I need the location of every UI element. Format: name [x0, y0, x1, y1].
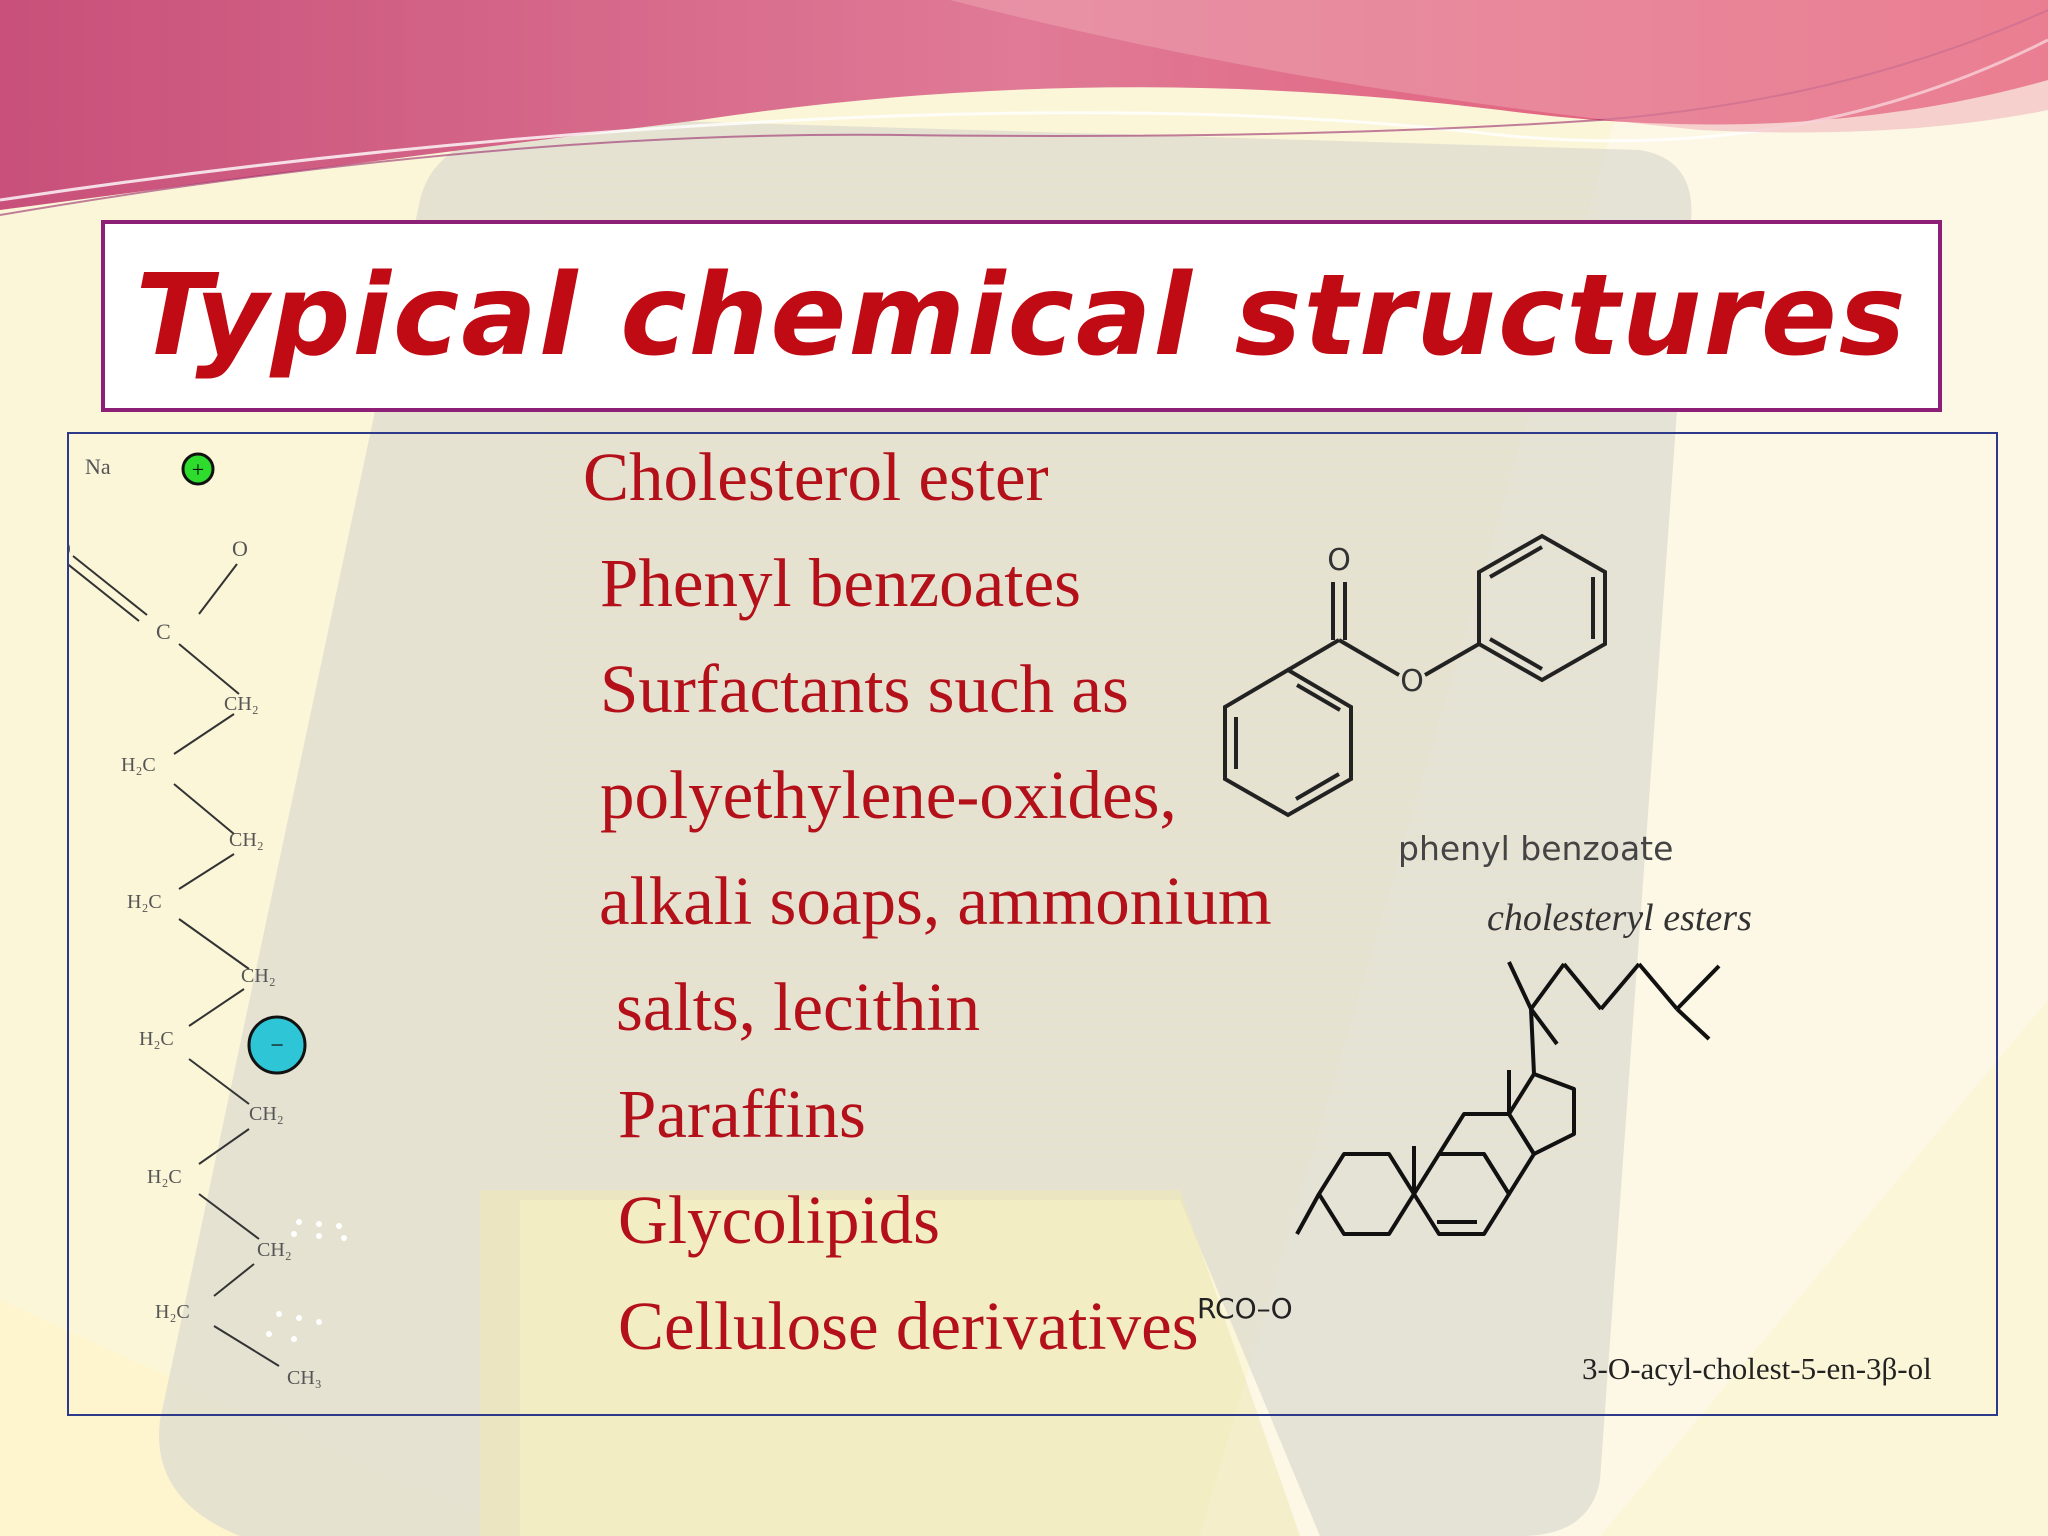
bullet-3: Surfactants such as: [600, 651, 1129, 727]
bullet-7: Paraffins: [618, 1076, 866, 1152]
chain-group-9: CH₂: [257, 1239, 292, 1261]
ester-oxygen: O: [1400, 664, 1424, 699]
slide-title: Typical chemical structures: [135, 251, 1908, 381]
bullet-1: Cholesterol ester: [583, 439, 1049, 515]
carbonyl-oxygen: O: [1327, 543, 1351, 578]
phenyl-benzoate-caption: phenyl benzoate: [1398, 829, 1674, 868]
chain-group-4: H₂C: [127, 891, 162, 913]
bullet-2: Phenyl benzoates: [600, 545, 1081, 621]
chain-group-10: H₂C: [155, 1301, 190, 1323]
cholesteryl-ester-structure: RCO–O: [1197, 961, 1721, 1325]
plus-sign: +: [192, 457, 204, 482]
surfactant-structure: Na + O O C CH₂ H₂C CH₂ H₂C CH₂: [69, 452, 347, 1389]
sodium-label: Na: [85, 454, 111, 479]
chain-group-11: CH₃: [287, 1367, 322, 1389]
minus-sign: −: [270, 1033, 284, 1059]
content-panel: Na + O O C CH₂ H₂C CH₂ H₂C CH₂: [67, 432, 1998, 1416]
rco-label: RCO–O: [1197, 1292, 1293, 1325]
chain-group-2: H₂C: [121, 754, 156, 776]
carboxyl-carbon: C: [156, 619, 171, 644]
chain-group-1: CH₂: [224, 693, 259, 715]
bullet-6: salts, lecithin: [616, 969, 981, 1045]
negative-charge-icon: [247, 1015, 307, 1075]
bullet-5: alkali soaps, ammonium: [599, 863, 1272, 939]
chain-group-8: H₂C: [147, 1166, 182, 1188]
oxygen-left: O: [69, 536, 71, 561]
bullet-8: Glycolipids: [618, 1182, 940, 1258]
oxygen-right: O: [232, 536, 248, 561]
chain-group-5: CH₂: [241, 965, 276, 987]
chain-group-6: H₂C: [139, 1028, 174, 1050]
cholesteryl-caption: 3-O-acyl-cholest-5-en-3β-ol: [1582, 1351, 1932, 1386]
cholesteryl-esters-heading: cholesteryl esters: [1487, 897, 1752, 939]
positive-charge-icon: [181, 452, 215, 486]
phenyl-benzoate-structure: O O: [1223, 533, 1607, 818]
chain-group-7: CH₂: [249, 1103, 284, 1125]
title-box: Typical chemical structures: [101, 220, 1942, 412]
bullet-9: Cellulose derivatives: [618, 1288, 1199, 1364]
chain-group-3: CH₂: [229, 829, 264, 851]
bullet-4: polyethylene-oxides,: [600, 757, 1177, 833]
